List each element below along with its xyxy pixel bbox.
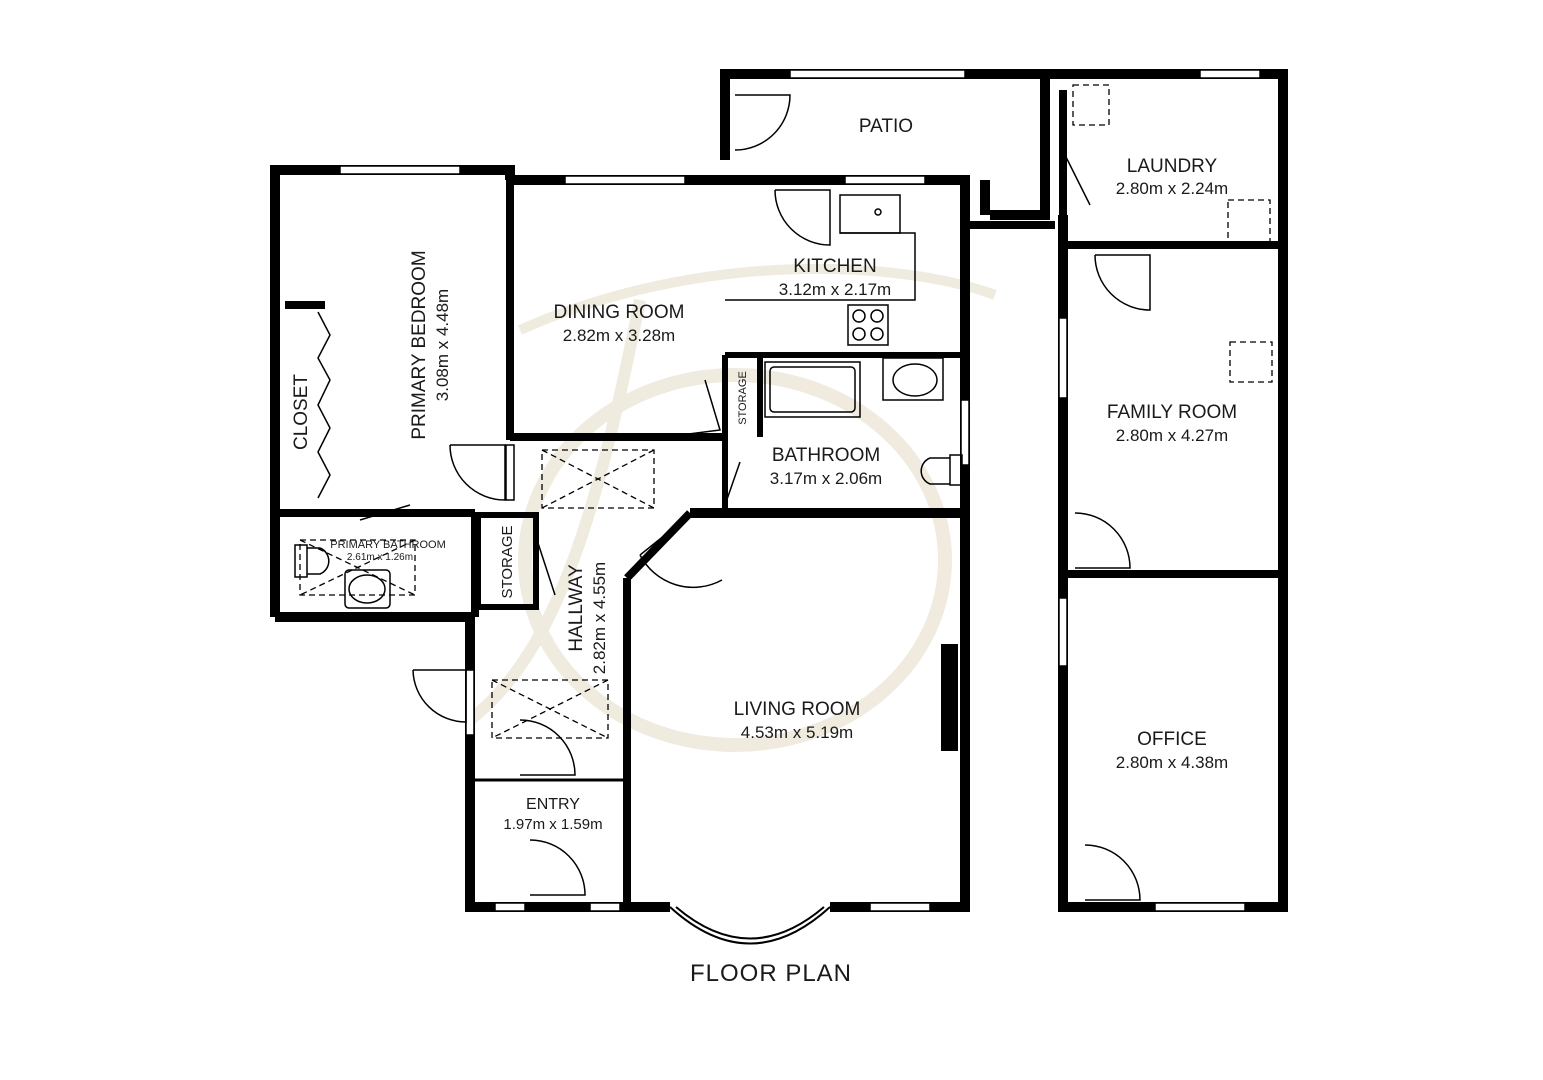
plan-title: FLOOR PLAN xyxy=(690,960,852,987)
fixtures xyxy=(294,194,963,609)
room-labels: PATIO LAUNDRY 2.80m x 2.24m KITCHEN 3.12… xyxy=(291,116,1237,987)
room-hallway-dims: 2.82m x 4.55m xyxy=(590,562,609,674)
wardrobe-doors xyxy=(317,311,331,499)
room-kitchen-dims: 3.12m x 2.17m xyxy=(779,280,891,299)
room-primary-bathroom-dims: 2.61m x 1.26m xyxy=(347,552,413,563)
room-storage-upper-name: STORAGE xyxy=(737,371,749,425)
room-kitchen-name: KITCHEN xyxy=(793,256,876,277)
room-hallway-name: HALLWAY xyxy=(566,564,587,652)
room-primary-bedroom-name: PRIMARY BEDROOM xyxy=(409,250,430,439)
room-patio-name: PATIO xyxy=(859,116,913,137)
bay-window xyxy=(669,906,831,945)
room-closet-name: CLOSET xyxy=(291,374,312,450)
watermark-logo xyxy=(466,263,997,752)
room-storage-hall-name: STORAGE xyxy=(499,525,516,598)
room-primary-bathroom-name: PRIMARY BATHROOM xyxy=(330,539,446,551)
room-family-dims: 2.80m x 4.27m xyxy=(1116,426,1228,445)
room-living-name: LIVING ROOM xyxy=(734,699,861,720)
windows xyxy=(339,69,1261,912)
room-entry-name: ENTRY xyxy=(526,796,580,813)
room-bathroom-name: BATHROOM xyxy=(772,445,880,466)
room-dining-dims: 2.82m x 3.28m xyxy=(563,326,675,345)
room-bathroom-dims: 3.17m x 2.06m xyxy=(770,469,882,488)
room-entry-dims: 1.97m x 1.59m xyxy=(503,816,602,833)
room-office-name: OFFICE xyxy=(1137,729,1207,750)
room-laundry-dims: 2.80m x 2.24m xyxy=(1116,179,1228,198)
walls xyxy=(270,69,1288,912)
room-dining-name: DINING ROOM xyxy=(554,302,685,323)
room-living-dims: 4.53m x 5.19m xyxy=(741,723,853,742)
doors xyxy=(359,94,1151,901)
room-office-dims: 2.80m x 4.38m xyxy=(1116,753,1228,772)
room-laundry-name: LAUNDRY xyxy=(1127,156,1218,177)
room-family-name: FAMILY ROOM xyxy=(1107,402,1237,423)
skylights xyxy=(299,84,1273,739)
room-primary-bedroom-dims: 3.08m x 4.48m xyxy=(433,289,452,401)
